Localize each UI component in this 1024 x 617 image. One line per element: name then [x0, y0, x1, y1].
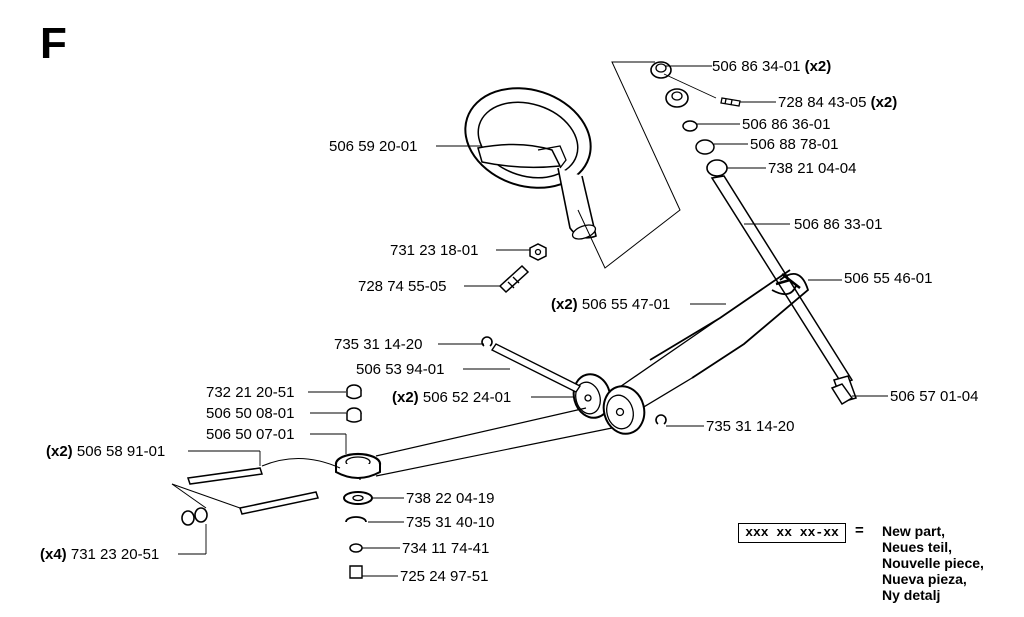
part-label: 506 86 36-01 — [742, 116, 831, 133]
pulleys — [572, 373, 646, 435]
legend-new-part-box: xxx xx xx-xx — [738, 523, 846, 543]
part-label: (x4) 731 23 20-51 — [40, 546, 160, 563]
leader-lines — [178, 65, 888, 577]
part-label: 735 31 40-10 — [406, 514, 495, 531]
legend-text: New part, Neues teil, Nouvelle piece, Nu… — [882, 523, 984, 603]
part-label: 732 21 20-51 — [206, 384, 295, 401]
steering-chains — [597, 269, 810, 421]
part-label: (x2) 506 58 91-01 — [46, 443, 166, 460]
part-label: 506 50 07-01 — [206, 426, 295, 443]
tie-rods — [171, 458, 341, 515]
part-label: 738 21 04-04 — [768, 160, 857, 177]
part-label: 506 57 01-04 — [890, 388, 979, 405]
part-label: 506 53 94-01 — [356, 361, 445, 378]
part-label: 734 11 74-41 — [402, 540, 490, 557]
part-label: 725 24 97-51 — [400, 568, 489, 585]
legend-line: Ny detalj — [882, 587, 941, 603]
steering-wheel — [464, 87, 597, 240]
legend-line: Nouvelle piece, — [882, 555, 984, 571]
part-label: 731 23 18-01 — [390, 242, 479, 259]
part-label: 506 55 46-01 — [844, 270, 933, 287]
part-label: 506 86 34-01 (x2) — [712, 58, 832, 75]
tie-rod-nuts — [181, 507, 208, 526]
part-label: 506 88 78-01 — [750, 136, 839, 153]
steering-shaft — [710, 175, 857, 403]
section-letter: F — [40, 19, 67, 68]
lower-frame — [359, 407, 613, 480]
part-label: 738 22 04-19 — [406, 490, 495, 507]
pulley-pin — [490, 343, 582, 393]
part-label: (x2) 506 52 24-01 — [392, 389, 512, 406]
column-bolt — [498, 264, 530, 294]
part-label: 728 84 43-05 (x2) — [778, 94, 898, 111]
upper-bushing-stack — [650, 61, 741, 177]
column-nut — [529, 243, 547, 261]
part-label: (x2) 506 55 47-01 — [551, 296, 671, 313]
legend-equals: = — [855, 522, 864, 539]
part-label: 506 50 08-01 — [206, 405, 295, 422]
column-frame-lines — [577, 61, 681, 269]
legend-line: New part, — [882, 523, 946, 539]
part-label: 506 59 20-01 — [329, 138, 418, 155]
legend-line: Neues teil, — [882, 539, 953, 555]
part-label: 735 31 14-20 — [706, 418, 795, 435]
part-label: 735 31 14-20 — [334, 336, 423, 353]
legend-line: Nueva pieza, — [882, 571, 967, 587]
lower-bushing-stack — [334, 384, 382, 579]
shaft-bolt — [830, 383, 854, 406]
part-label: 728 74 55-05 — [358, 278, 447, 295]
part-label: 506 86 33-01 — [794, 216, 883, 233]
